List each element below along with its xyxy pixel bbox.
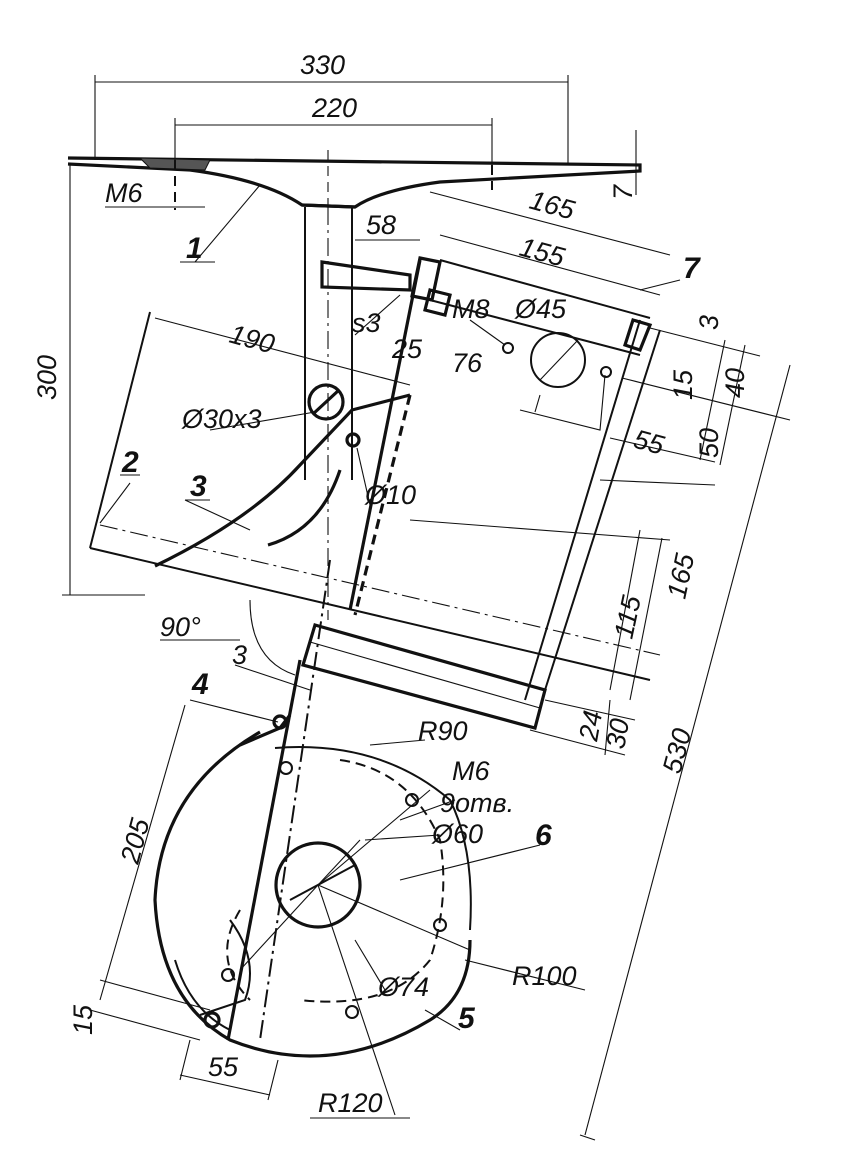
dimension-labels: 330 220 7 M6 165 58 155 s3 M8 Ø45 3 190 … — [32, 50, 750, 1118]
dimension-lines — [62, 75, 791, 1141]
part-number-callouts: 1 2 3 4 5 6 7 — [121, 232, 701, 1035]
dim-3-left: 3 — [232, 640, 247, 670]
dim-40: 40 — [720, 368, 750, 398]
part-label-3: 3 — [190, 470, 207, 503]
dim-r90: R90 — [418, 716, 468, 746]
dim-115: 115 — [609, 592, 647, 641]
dim-165-right: 165 — [662, 550, 701, 601]
dim-7: 7 — [608, 184, 638, 200]
dim-190: 190 — [226, 319, 277, 360]
dim-m8: M8 — [452, 294, 490, 324]
dim-dia60: Ø60 — [431, 819, 483, 849]
wheel-assembly — [153, 559, 472, 1116]
dim-50: 50 — [694, 428, 724, 458]
dim-220: 220 — [311, 93, 357, 123]
dim-r100: R100 — [512, 961, 577, 991]
dim-90deg: 90° — [160, 612, 201, 642]
dim-76: 76 — [452, 348, 483, 378]
part-label-2: 2 — [121, 446, 139, 479]
dim-300: 300 — [32, 355, 62, 400]
dim-dia30x3: Ø30x3 — [181, 404, 262, 434]
crossbar — [300, 259, 661, 730]
dim-30: 30 — [600, 716, 635, 751]
dim-r120: R120 — [318, 1088, 383, 1118]
part-label-4: 4 — [191, 668, 209, 701]
dim-15-left: 15 — [68, 1004, 98, 1035]
dim-58: 58 — [366, 210, 396, 240]
dim-24: 24 — [573, 708, 608, 744]
dim-155: 155 — [516, 232, 568, 273]
part-label-6: 6 — [535, 819, 552, 852]
part-label-7: 7 — [683, 252, 701, 285]
dim-dia10: Ø10 — [364, 480, 416, 510]
part-label-1: 1 — [186, 232, 203, 265]
part-label-5: 5 — [458, 1002, 476, 1035]
dim-330: 330 — [300, 50, 345, 80]
dim-55-right: 55 — [630, 424, 668, 461]
dim-dia74: Ø74 — [377, 972, 429, 1002]
dim-9holes: 9отв. — [440, 788, 514, 818]
dim-m6-wheel: M6 — [452, 756, 490, 786]
part-1-plate — [67, 150, 642, 210]
part-7-bracket — [320, 256, 653, 431]
part-2-frame — [89, 311, 661, 681]
dim-dia45: Ø45 — [514, 294, 567, 324]
dim-55-bottom: 55 — [208, 1052, 239, 1082]
dim-25: 25 — [391, 334, 423, 364]
dim-15-right: 15 — [668, 369, 698, 400]
dim-205: 205 — [115, 814, 156, 867]
dim-s3: s3 — [352, 308, 381, 338]
dim-530: 530 — [657, 725, 698, 776]
dim-m6-top: M6 — [105, 178, 143, 208]
dim-3-right: 3 — [694, 315, 724, 330]
vertical-tube — [304, 207, 353, 620]
